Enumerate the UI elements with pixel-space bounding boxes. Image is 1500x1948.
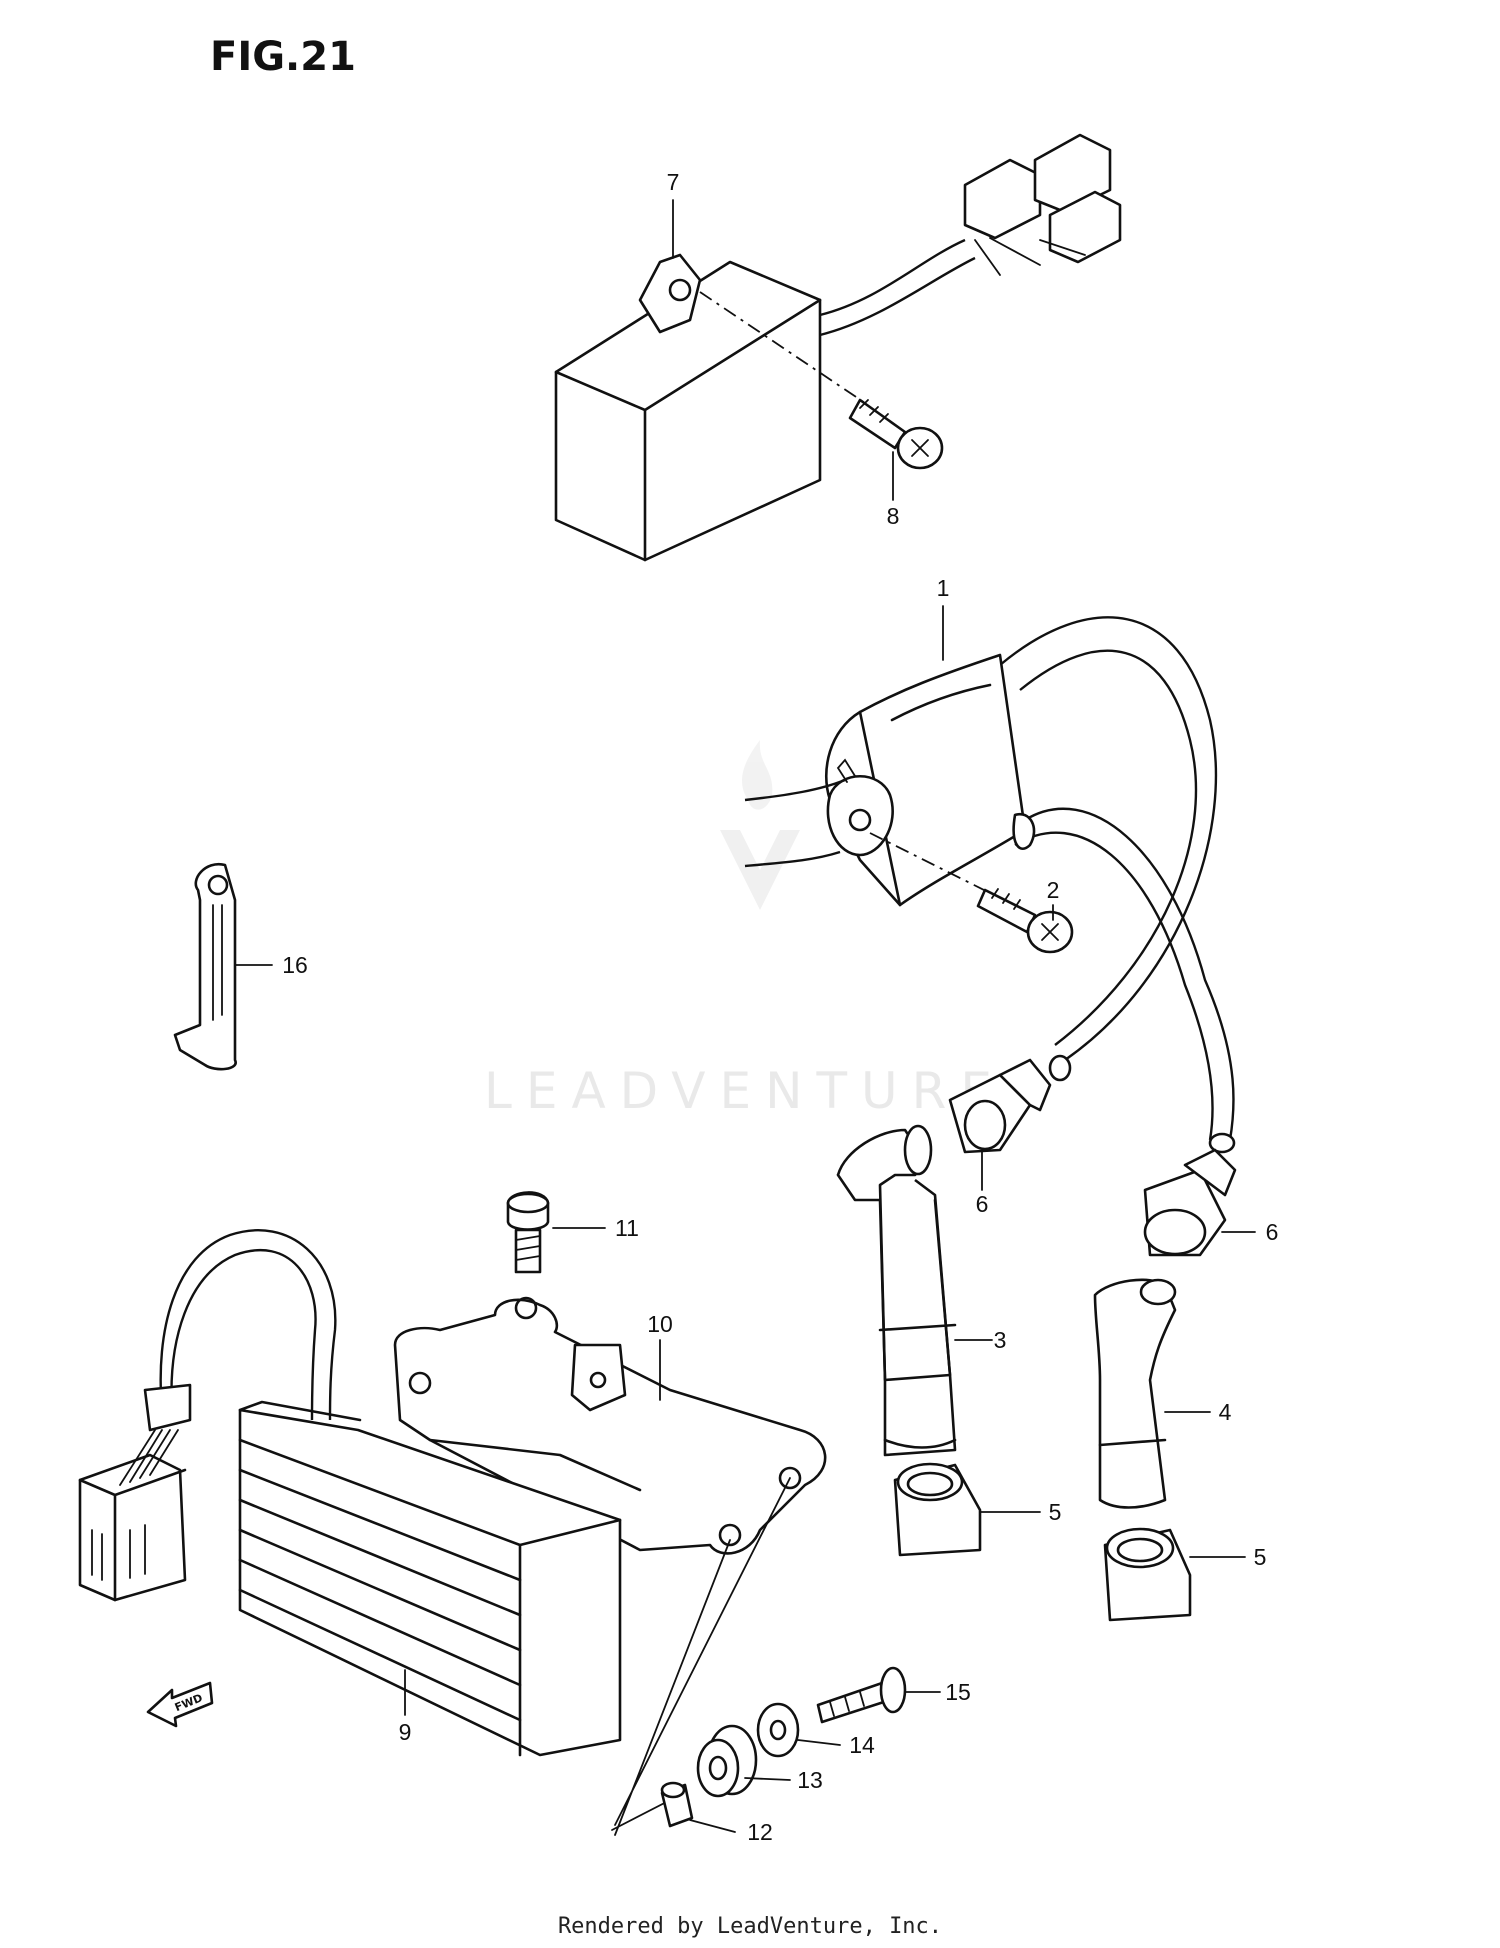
explosion-wedge [614,1477,791,1836]
part-9-regulator-rectifier[interactable] [78,1229,622,1757]
part-12-collar[interactable] [660,1781,694,1828]
callout-8: 8 [887,503,900,529]
part-11-bolt[interactable] [506,1191,550,1274]
assembly-line-8 [699,291,869,406]
assembly-line-2 [869,832,991,894]
leader-12 [689,1819,736,1833]
footer-credit: Rendered by LeadVenture, Inc. [558,1914,942,1939]
callout-7: 7 [667,169,680,195]
part-13-grommet[interactable] [696,1724,758,1798]
callout-9: 9 [399,1719,412,1745]
callout-16: 16 [282,952,308,978]
watermark: LEADVENTURE [484,740,1006,1120]
leader-14 [797,1739,841,1746]
front-direction-arrow-icon: FWD [146,1681,214,1728]
callout-3: 3 [994,1327,1007,1353]
part-2-coil-bolt[interactable] [976,888,1074,954]
part-6b-seal[interactable] [1143,1148,1237,1257]
callout-10: 10 [647,1311,673,1337]
part-8-screw[interactable] [848,398,944,470]
part-4-plug-cap[interactable] [1093,1278,1177,1509]
callout-12: 12 [747,1819,773,1845]
callout-5a: 5 [1049,1499,1062,1525]
figure-title: FIG.21 [210,34,356,80]
callout-4: 4 [1219,1399,1232,1425]
part-10-bracket[interactable] [393,1296,827,1555]
callout-1: 1 [937,575,950,601]
part-16-clamp[interactable] [173,862,237,1071]
callout-15: 15 [945,1679,971,1705]
leadventure-logo-icon [720,740,800,910]
callout-6a: 6 [976,1191,989,1217]
callout-2: 2 [1047,877,1060,903]
callout-14: 14 [849,1732,875,1758]
leader-13 [744,1777,791,1781]
part-1-ignition-coil[interactable] [744,616,1236,1154]
callout-6b: 6 [1266,1219,1279,1245]
part-3-plug-cap[interactable] [836,1124,957,1457]
callout-11: 11 [615,1215,639,1241]
callout-5b: 5 [1254,1544,1267,1570]
part-6a-seal[interactable] [948,1058,1052,1154]
part-14-washer[interactable] [756,1702,800,1758]
part-5a-boot[interactable] [893,1462,982,1557]
watermark-text: LEADVENTURE [484,1062,1006,1120]
part-15-bolt[interactable] [816,1666,907,1724]
callout-13: 13 [797,1767,823,1793]
part-5b-boot[interactable] [1103,1527,1192,1622]
part-7-cdi-unit[interactable] [554,133,1122,562]
